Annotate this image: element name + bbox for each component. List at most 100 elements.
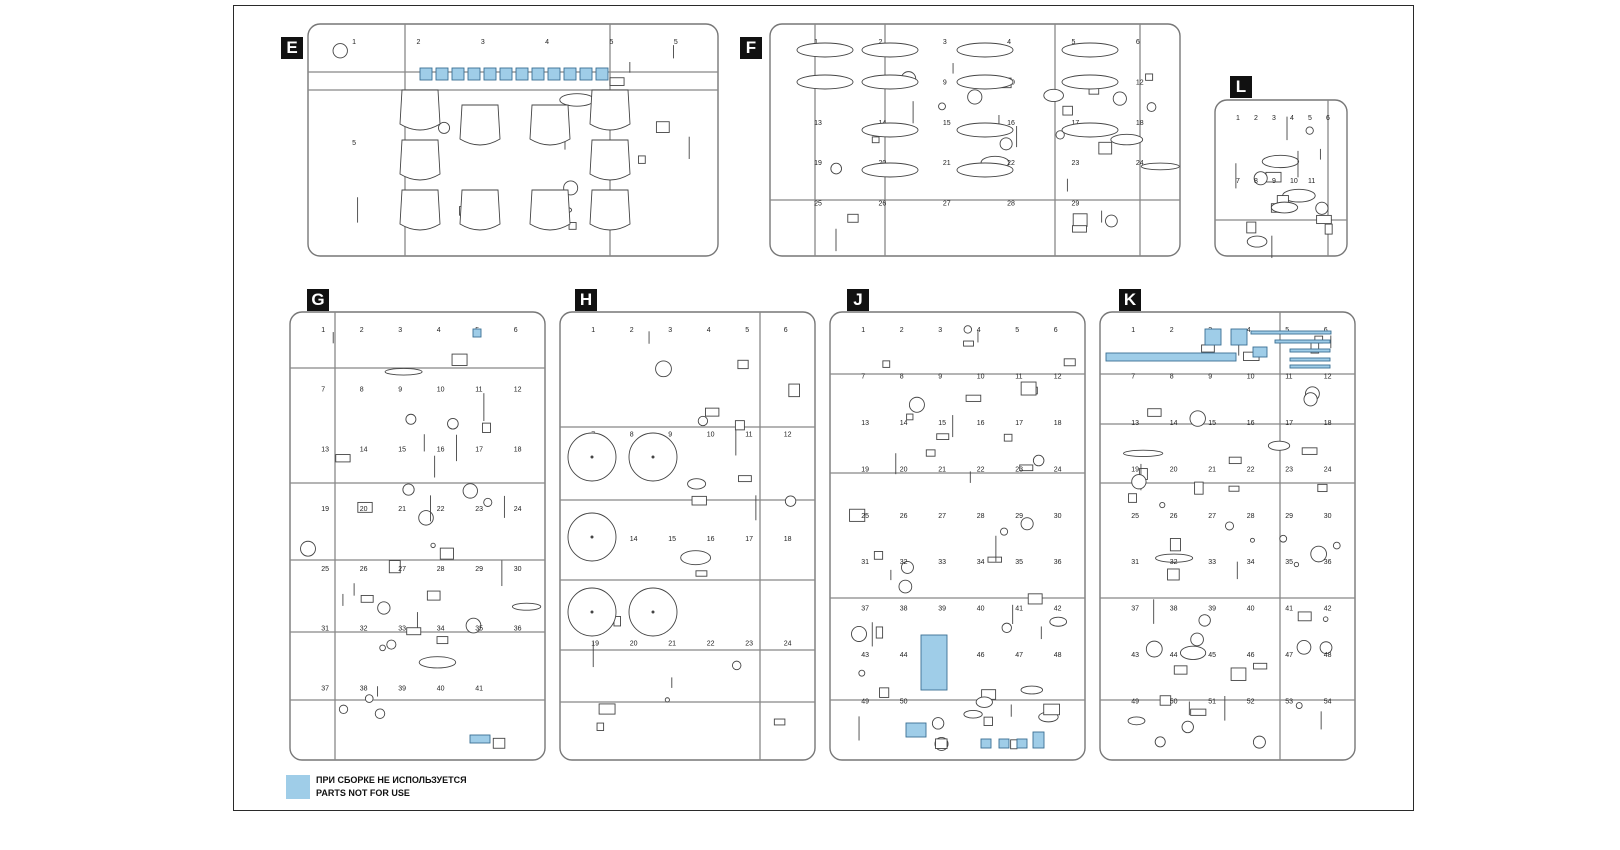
part	[300, 540, 316, 557]
part-number-label: 23	[1285, 466, 1293, 473]
part	[360, 594, 374, 603]
turret-disc-center	[590, 535, 594, 539]
not-for-use-part	[595, 67, 609, 81]
part	[1127, 716, 1146, 726]
shield-part	[399, 189, 441, 231]
part-number-label: 39	[1208, 606, 1216, 613]
part	[1155, 553, 1194, 563]
part-number-label: 8	[900, 373, 904, 380]
part	[598, 703, 616, 715]
part-number-label: 26	[879, 201, 887, 208]
part-number-label: 41	[1285, 606, 1293, 613]
part	[465, 617, 482, 634]
sprue-outline	[289, 311, 546, 761]
part-number-label: 38	[360, 685, 368, 692]
part-number-label: 46	[1247, 652, 1255, 659]
part	[405, 413, 417, 425]
part	[386, 639, 397, 650]
part-number-label: 47	[1015, 652, 1023, 659]
sprue-f: 1234567891011121314151617181920212223242…	[769, 23, 1181, 257]
part	[1252, 735, 1266, 749]
part-number-label: 44	[900, 652, 908, 659]
part-number-label: 5	[745, 327, 749, 334]
part	[1140, 162, 1180, 171]
part-number-label: 32	[360, 626, 368, 633]
part-number-label: 24	[1324, 466, 1332, 473]
part-number-label: 26	[900, 513, 908, 520]
part-number-label: 27	[398, 566, 406, 573]
part	[1317, 483, 1328, 493]
not-for-use-part	[1032, 731, 1045, 749]
part-number-label: 49	[861, 699, 869, 706]
not-for-use-part	[1230, 328, 1248, 346]
part-number-label: 42	[1054, 606, 1062, 613]
part-number-label: 21	[938, 466, 946, 473]
part	[1020, 685, 1044, 695]
turret-disc-center	[590, 610, 594, 614]
not-for-use-part	[469, 734, 491, 744]
part-number-label: 8	[1254, 178, 1258, 185]
part-number-label: 25	[814, 201, 822, 208]
part	[695, 570, 708, 577]
part-number-label: 24	[1136, 160, 1144, 167]
part	[1131, 474, 1147, 490]
part	[1190, 708, 1207, 716]
boat-hull-part	[796, 74, 854, 90]
part-number-label: 22	[977, 466, 985, 473]
part	[1224, 521, 1234, 531]
part-number-label: 7	[321, 387, 325, 394]
part-number-label: 16	[1007, 120, 1015, 127]
part	[1055, 130, 1065, 140]
part	[638, 155, 646, 164]
part-number-label: 10	[1290, 178, 1298, 185]
part-number-label: 48	[1324, 652, 1332, 659]
part	[1310, 545, 1327, 563]
part-number-label: 50	[900, 699, 908, 706]
part	[1201, 344, 1215, 353]
sprue-letter-g: G	[311, 290, 325, 309]
part-number-label: 16	[1247, 420, 1255, 427]
part-number-label: 34	[1247, 559, 1255, 566]
part-number-label: 11	[745, 432, 752, 439]
not-for-use-part	[980, 738, 992, 749]
boat-hull-part	[956, 122, 1014, 138]
part-number-label: 29	[1285, 513, 1293, 520]
part	[697, 415, 709, 427]
part-number-label: 9	[938, 373, 942, 380]
part-number-label: 34	[437, 626, 445, 633]
part-number-label: 10	[1247, 373, 1255, 380]
not-for-use-part	[419, 67, 433, 81]
part	[377, 601, 391, 615]
part-number-label: 25	[1131, 513, 1139, 520]
part	[511, 602, 542, 611]
part-number-label: 48	[1054, 652, 1062, 659]
part-number-label: 10	[977, 373, 985, 380]
part	[931, 717, 945, 730]
part	[935, 738, 948, 749]
part	[596, 722, 605, 731]
part	[849, 508, 866, 522]
part-number-label: 47	[1285, 652, 1293, 659]
part-number-label: 23	[475, 506, 483, 513]
part	[925, 449, 936, 457]
sprue-letter-h: H	[579, 290, 593, 309]
part-number-label: 9	[668, 432, 672, 439]
part	[1198, 614, 1211, 627]
part-number-label: 19	[1131, 466, 1139, 473]
part-number-label: 30	[1324, 513, 1332, 520]
part-number-label: 35	[1285, 559, 1293, 566]
part-number-label: 15	[668, 536, 676, 543]
part-number-label: 12	[784, 432, 792, 439]
part-number-label: 14	[630, 536, 638, 543]
part-number-label: 7	[1236, 178, 1240, 185]
part-number-label: 36	[1324, 559, 1332, 566]
part	[963, 325, 973, 334]
part	[1230, 667, 1247, 681]
not-for-use-part	[1289, 364, 1331, 369]
part	[1146, 102, 1157, 112]
not-for-use-part	[1252, 346, 1268, 358]
part	[731, 660, 742, 671]
part-number-label: 26	[360, 566, 368, 573]
part-number-label: 4	[1247, 327, 1251, 334]
part-number-label: 1	[1131, 327, 1135, 334]
